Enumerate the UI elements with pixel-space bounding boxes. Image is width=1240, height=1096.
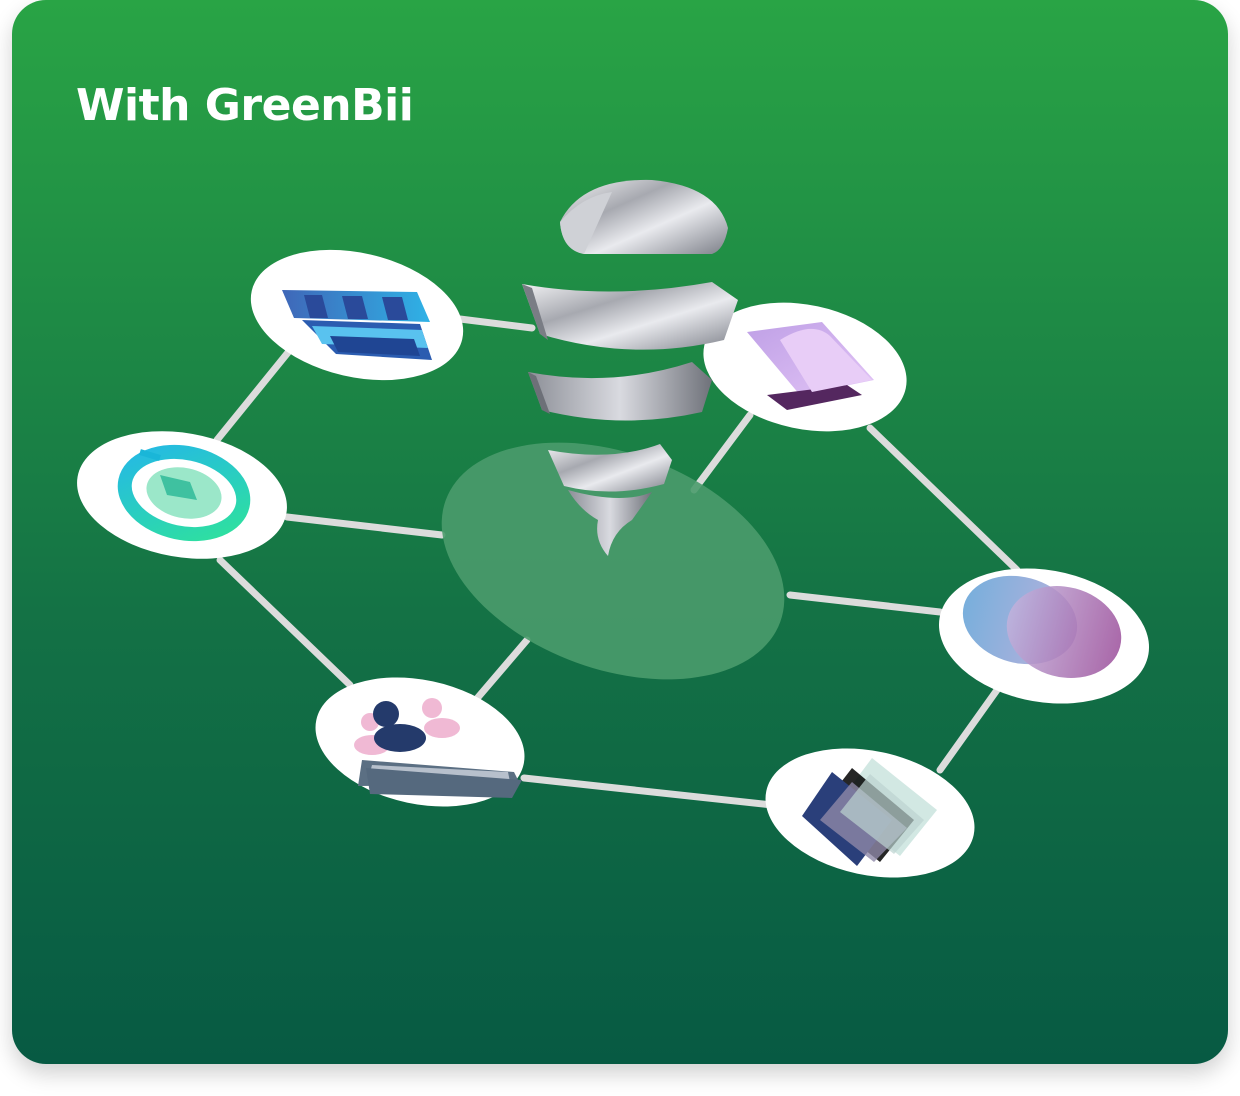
storefront-icon	[282, 290, 432, 360]
network-illustration	[67, 179, 1160, 895]
node-team[interactable]	[303, 659, 536, 824]
connector-team-hub	[470, 636, 531, 706]
node-cards[interactable]	[753, 730, 986, 895]
connector-storefront-timer	[213, 346, 294, 444]
node-circles[interactable]	[928, 553, 1160, 720]
node-timer[interactable]	[67, 416, 297, 575]
card-title: With GreenBii	[76, 80, 414, 131]
stopwatch-icon	[117, 444, 251, 542]
stacked-cards-icon	[802, 758, 937, 866]
connector-storefront-logo	[448, 314, 536, 332]
connector-team-cards	[520, 774, 776, 809]
overlapping-circles-icon	[962, 575, 1122, 678]
connector-hub-circles	[786, 591, 944, 616]
connector-timer-hub	[283, 513, 446, 539]
connector-document-circles	[866, 424, 1021, 574]
connector-timer-team	[216, 556, 354, 689]
connector-document-hub	[690, 411, 754, 494]
connector-lines	[213, 314, 1021, 809]
hub-platform	[441, 442, 785, 680]
feature-card: With GreenBii	[12, 0, 1228, 1064]
document-icon	[747, 322, 874, 410]
greenbii-tornado-logo	[522, 179, 738, 556]
team-dashboard-icon	[354, 698, 522, 798]
node-storefront[interactable]	[238, 230, 476, 399]
node-document[interactable]	[691, 285, 918, 449]
connector-circles-cards	[936, 686, 1001, 774]
